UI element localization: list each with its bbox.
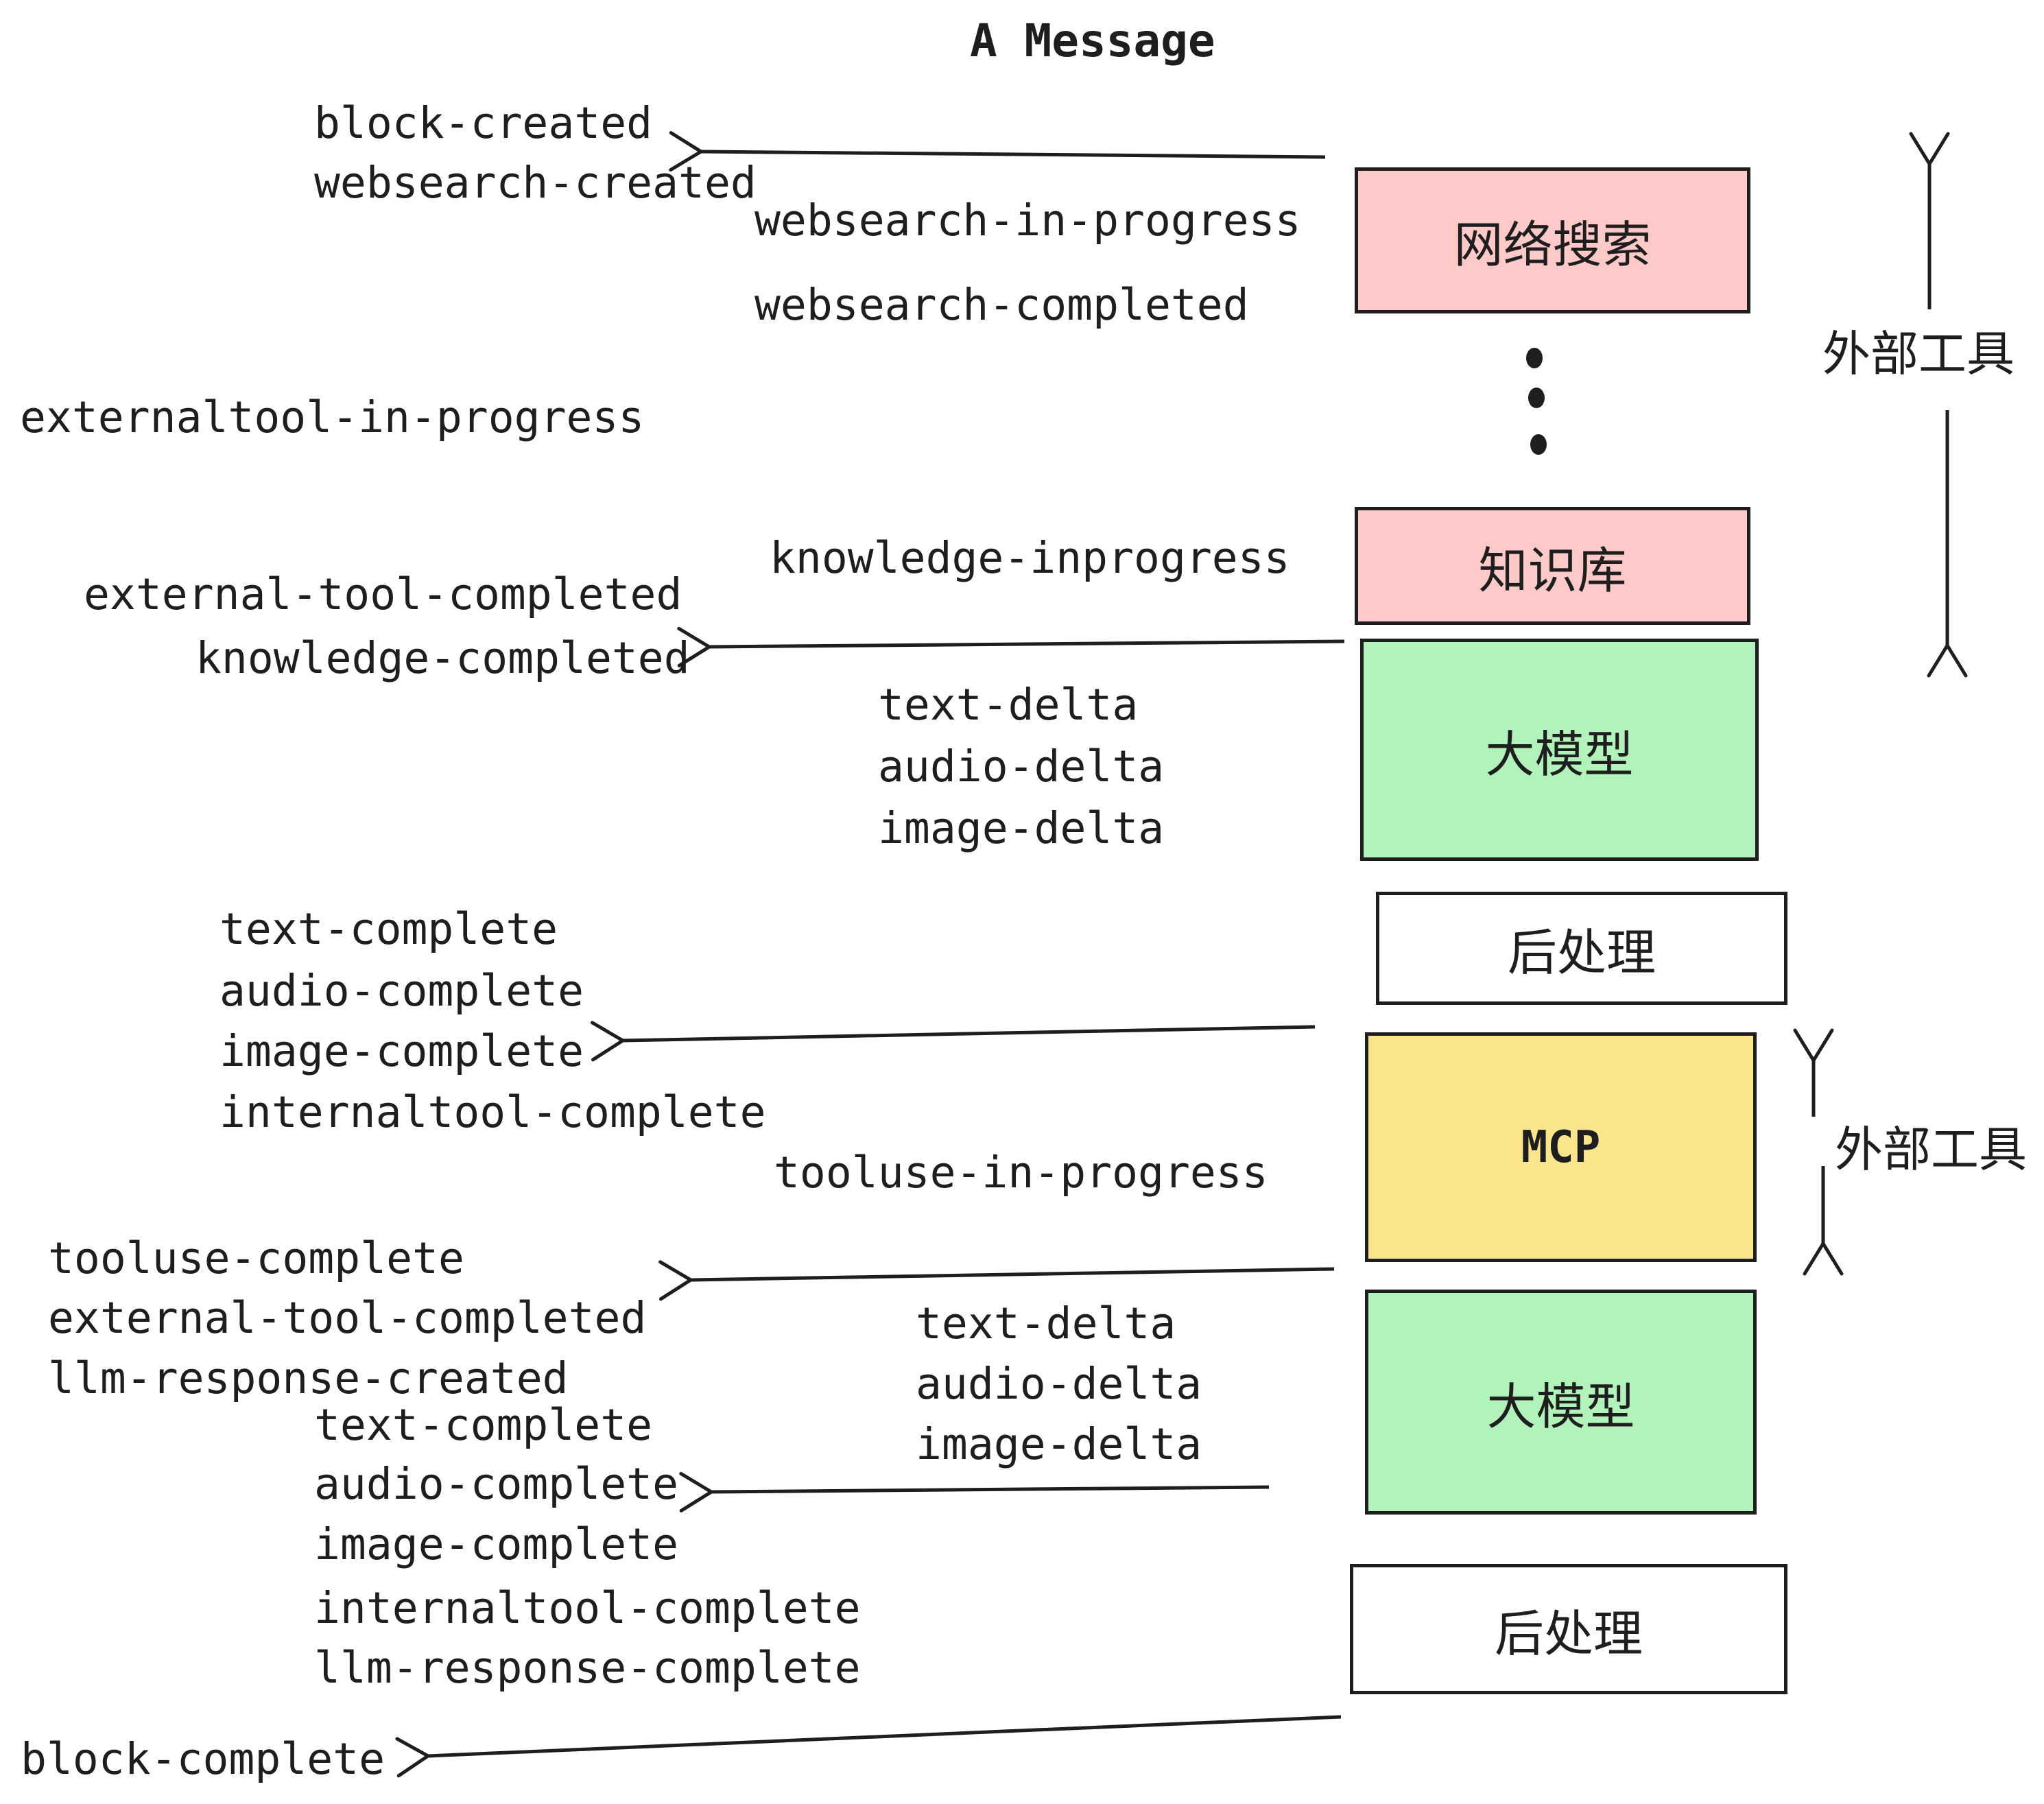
event-image-complete-2: image-complete (314, 1519, 679, 1569)
arrow-post-to-block-complete (395, 1715, 1342, 1778)
box-llm-top-label: 大模型 (1485, 725, 1634, 783)
box-post-bottom: 后处理 (1350, 1564, 1787, 1694)
event-text-complete-1: text-complete (219, 904, 558, 954)
event-audio-complete-1: audio-complete (219, 966, 584, 1016)
event-text-complete-2: text-complete (314, 1400, 653, 1450)
event-llm-response-created: llm-response-created (48, 1353, 569, 1403)
ellipsis-dot (1526, 348, 1543, 368)
box-websearch: 网络搜索 (1355, 167, 1750, 313)
external-tools-label-top: 外部工具 (1822, 326, 2015, 382)
arrow-knowledge-to-knowledge-completed (677, 626, 1345, 667)
event-text-delta-1: text-delta (878, 680, 1139, 730)
event-audio-delta-2: audio-delta (916, 1359, 1202, 1409)
box-post-bottom-label: 后处理 (1494, 1604, 1643, 1663)
arrow-mcp-to-tooluse-complete (658, 1260, 1335, 1301)
box-post-top-label: 后处理 (1507, 924, 1656, 982)
event-text-delta-2: text-delta (916, 1298, 1176, 1349)
box-websearch-label: 网络搜索 (1453, 216, 1652, 274)
event-websearch-in-progress: websearch-in-progress (754, 195, 1301, 246)
event-block-created: block-created (314, 98, 653, 148)
page-title: A Message (970, 14, 1215, 67)
event-tooluse-in-progress: tooluse-in-progress (774, 1148, 1268, 1198)
event-block-complete: block-complete (21, 1734, 385, 1784)
arrow-websearch-to-block-created (669, 131, 1326, 172)
box-post-top: 后处理 (1376, 892, 1787, 1005)
box-llm-top: 大模型 (1360, 639, 1759, 861)
arrow-llm-to-audio-complete (679, 1471, 1270, 1512)
event-image-complete-1: image-complete (219, 1026, 584, 1076)
event-external-tool-completed-2: external-tool-completed (48, 1293, 647, 1343)
box-mcp: MCP (1365, 1032, 1757, 1262)
arrow-post-to-image-complete (590, 1021, 1316, 1062)
event-image-delta-1: image-delta (878, 803, 1165, 853)
event-external-tool-completed: external-tool-completed (84, 569, 682, 619)
box-mcp-label: MCP (1521, 1121, 1601, 1173)
box-llm-bottom: 大模型 (1365, 1290, 1757, 1515)
event-llm-response-complete: llm-response-complete (314, 1643, 861, 1693)
event-knowledge-completed: knowledge-completed (195, 633, 690, 683)
external-tools-label-bottom: 外部工具 (1835, 1121, 2027, 1178)
event-tooluse-complete: tooluse-complete (48, 1233, 464, 1283)
event-internaltool-complete-2: internaltool-complete (314, 1583, 861, 1633)
box-knowledge-label: 知识库 (1478, 541, 1627, 600)
event-websearch-completed: websearch-completed (754, 280, 1249, 330)
box-knowledge: 知识库 (1355, 507, 1750, 625)
event-websearch-created: websearch-created (314, 158, 757, 208)
ellipsis-dot (1528, 388, 1545, 408)
event-image-delta-2: image-delta (916, 1419, 1202, 1469)
event-audio-complete-2: audio-complete (314, 1459, 679, 1509)
event-audio-delta-1: audio-delta (878, 741, 1165, 792)
event-externaltool-in-progress: externaltool-in-progress (20, 392, 645, 442)
event-knowledge-inprogress: knowledge-inprogress (770, 533, 1290, 583)
ellipsis-dot (1530, 434, 1547, 455)
event-internaltool-complete-1: internaltool-complete (219, 1087, 766, 1137)
box-llm-bottom-label: 大模型 (1486, 1377, 1635, 1436)
